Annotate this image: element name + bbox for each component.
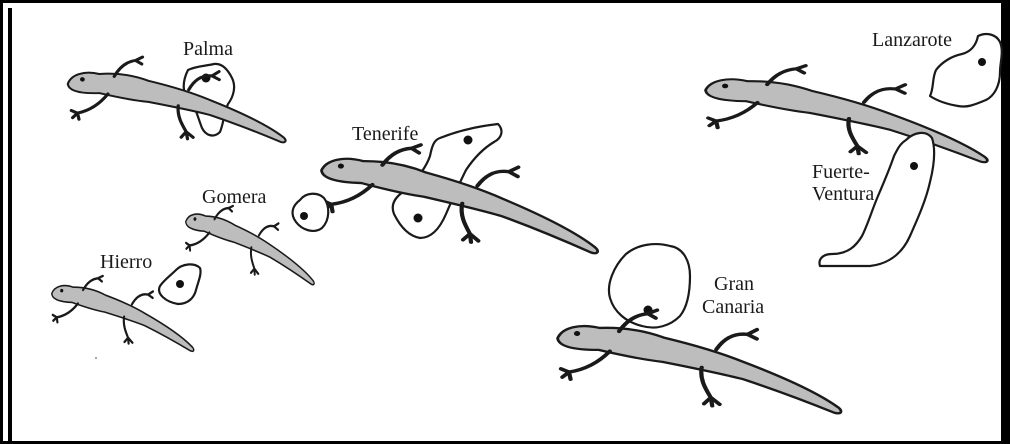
gomera-group: Gomera (180, 186, 328, 290)
gomera-label: Gomera (202, 186, 267, 208)
lanzarote-group: Lanzarote (696, 29, 1003, 169)
palma-group: Palma (63, 38, 293, 148)
tenerife-label: Tenerife (352, 123, 418, 145)
gran-canaria-label-line1: Gran (714, 273, 754, 295)
fuerteventura-label-line1: Fuerte- (812, 161, 870, 183)
gran-canaria-label-line2: Canaria (702, 296, 764, 318)
gomera-island-outline (293, 194, 329, 231)
hierro-label: Hierro (100, 251, 152, 273)
tenerife-capital-dot (464, 136, 473, 145)
hierro-group: Hierro (46, 251, 202, 356)
tenerife-group: Tenerife (311, 123, 614, 260)
gomera-capital-dot (300, 212, 308, 220)
lanzarote-label: Lanzarote (872, 29, 952, 51)
hierro-capital-dot (176, 280, 184, 288)
fuerteventura-label-line2: Ventura (812, 183, 874, 205)
gran-canaria-group: Gran Canaria (549, 244, 855, 420)
lanzarote-capital-dot (978, 58, 986, 66)
fuerteventura-group: Fuerte- Ventura (812, 133, 934, 266)
palma-label: Palma (183, 38, 233, 60)
tenerife-second-dot (414, 214, 423, 223)
scan-speck (95, 357, 97, 359)
palma-lizard (63, 50, 293, 148)
fuerteventura-capital-dot (910, 162, 918, 170)
